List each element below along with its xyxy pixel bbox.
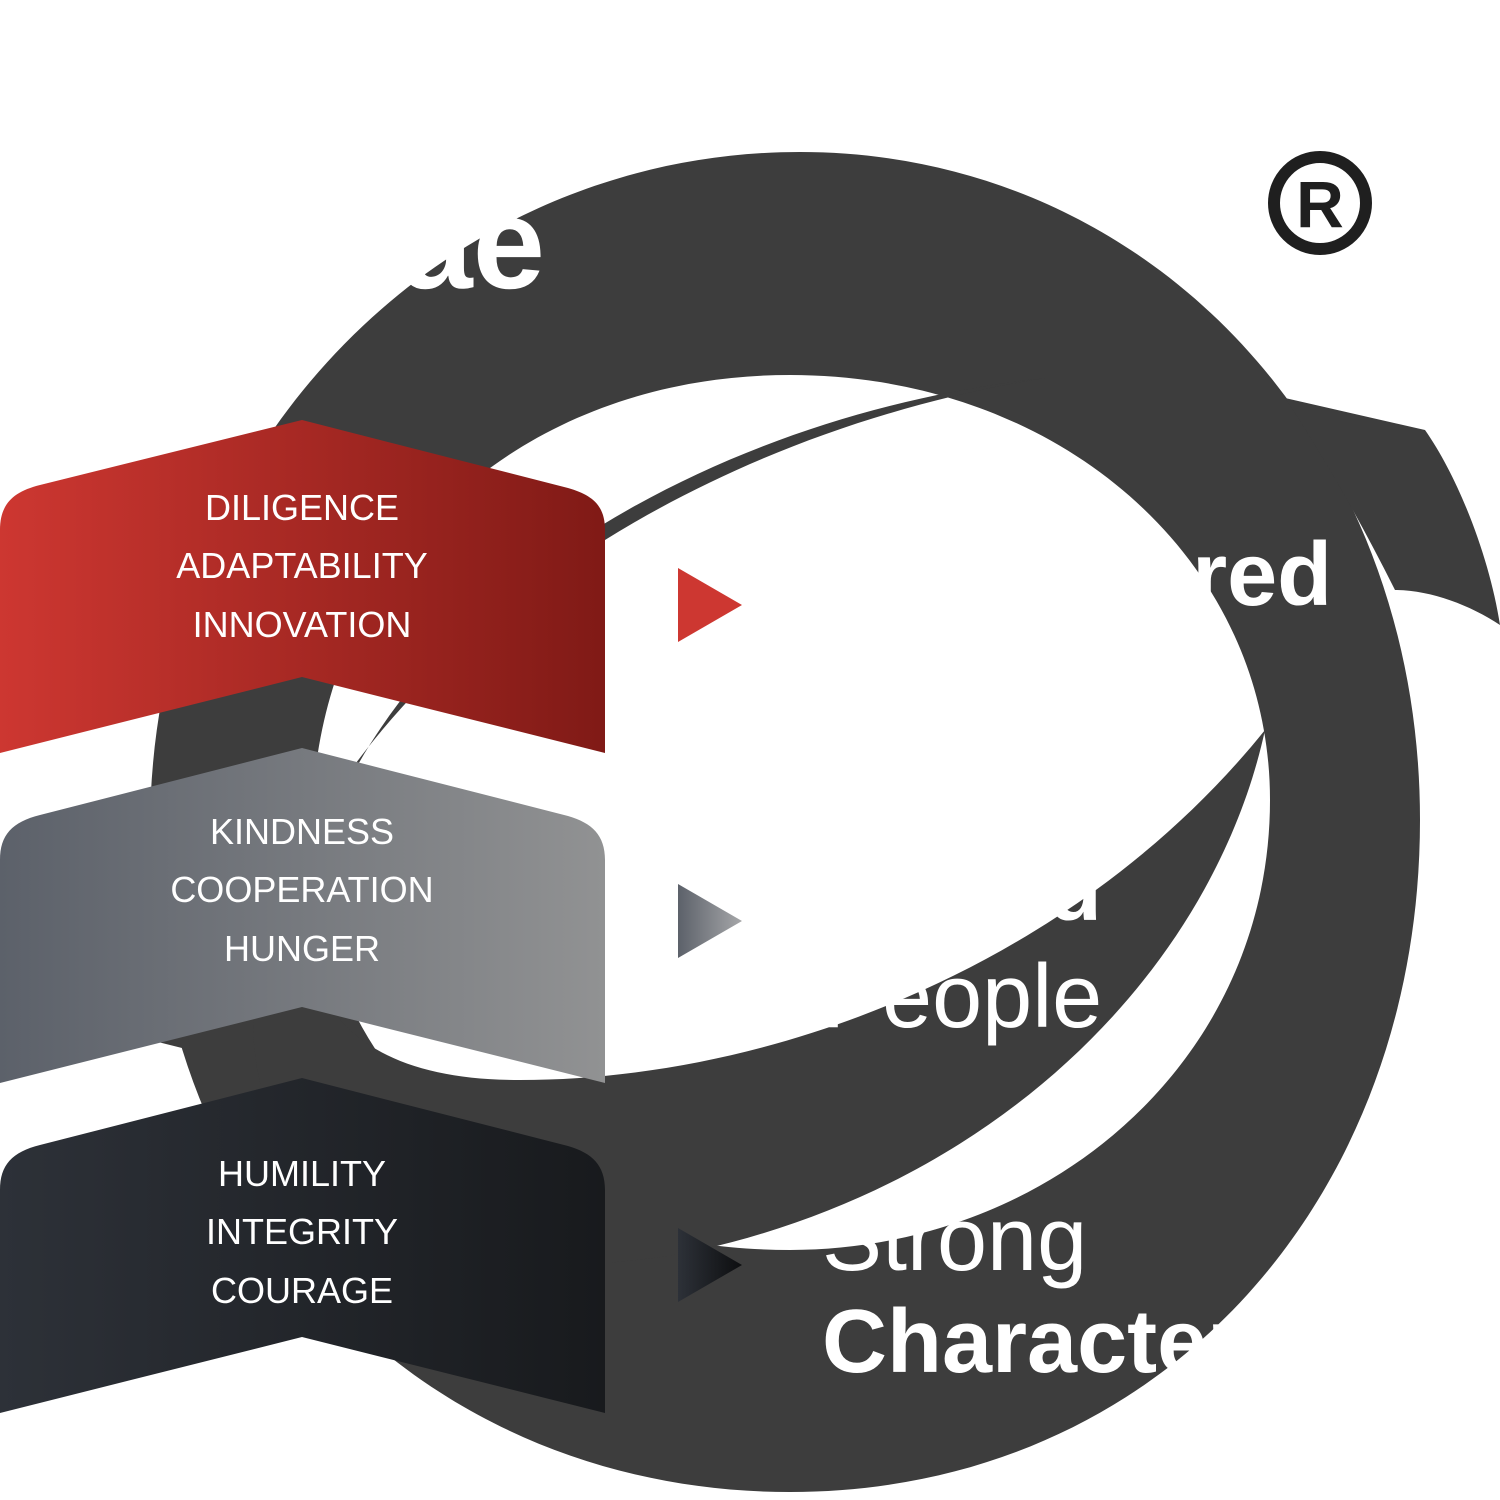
tier-value: ADAPTABILITY bbox=[176, 545, 427, 586]
tier-value: HUNGER bbox=[224, 928, 380, 969]
registered-mark-letter: R bbox=[1296, 167, 1344, 241]
swoosh-arrow-tip bbox=[1285, 398, 1500, 625]
triangle-right-icon bbox=[678, 884, 742, 958]
tier-value: DILIGENCE bbox=[205, 487, 399, 528]
banner-shape-red bbox=[0, 420, 605, 753]
headline-strong: Strong bbox=[822, 1190, 1087, 1290]
tier-banner-middle: KINDNESS COOPERATION HUNGER bbox=[0, 748, 605, 1083]
logo-fragment: ae bbox=[400, 170, 545, 316]
tier-value: INTEGRITY bbox=[206, 1211, 398, 1252]
tier-value: COURAGE bbox=[211, 1270, 393, 1311]
headline-people: People bbox=[822, 947, 1102, 1047]
headline-empowered: Empowered bbox=[822, 525, 1332, 625]
triangle-right-icon bbox=[678, 568, 742, 642]
banner-shape-grey bbox=[0, 748, 605, 1083]
triangle-right-icon bbox=[678, 1228, 742, 1302]
tier-banner-bottom: HUMILITY INTEGRITY COURAGE bbox=[0, 1078, 605, 1413]
tier-value: INNOVATION bbox=[193, 604, 412, 645]
registered-mark-circle bbox=[1268, 151, 1372, 255]
registered-mark: R bbox=[1268, 151, 1372, 255]
tier-banner-top: DILIGENCE ADAPTABILITY INNOVATION bbox=[0, 420, 605, 753]
headline-character: Character bbox=[822, 1292, 1242, 1392]
tier-value: HUMILITY bbox=[218, 1153, 386, 1194]
banner-shape-dark bbox=[0, 1078, 605, 1413]
tier-value: KINDNESS bbox=[210, 811, 394, 852]
headline-united: United bbox=[822, 840, 1102, 940]
tier-value: COOPERATION bbox=[170, 869, 433, 910]
